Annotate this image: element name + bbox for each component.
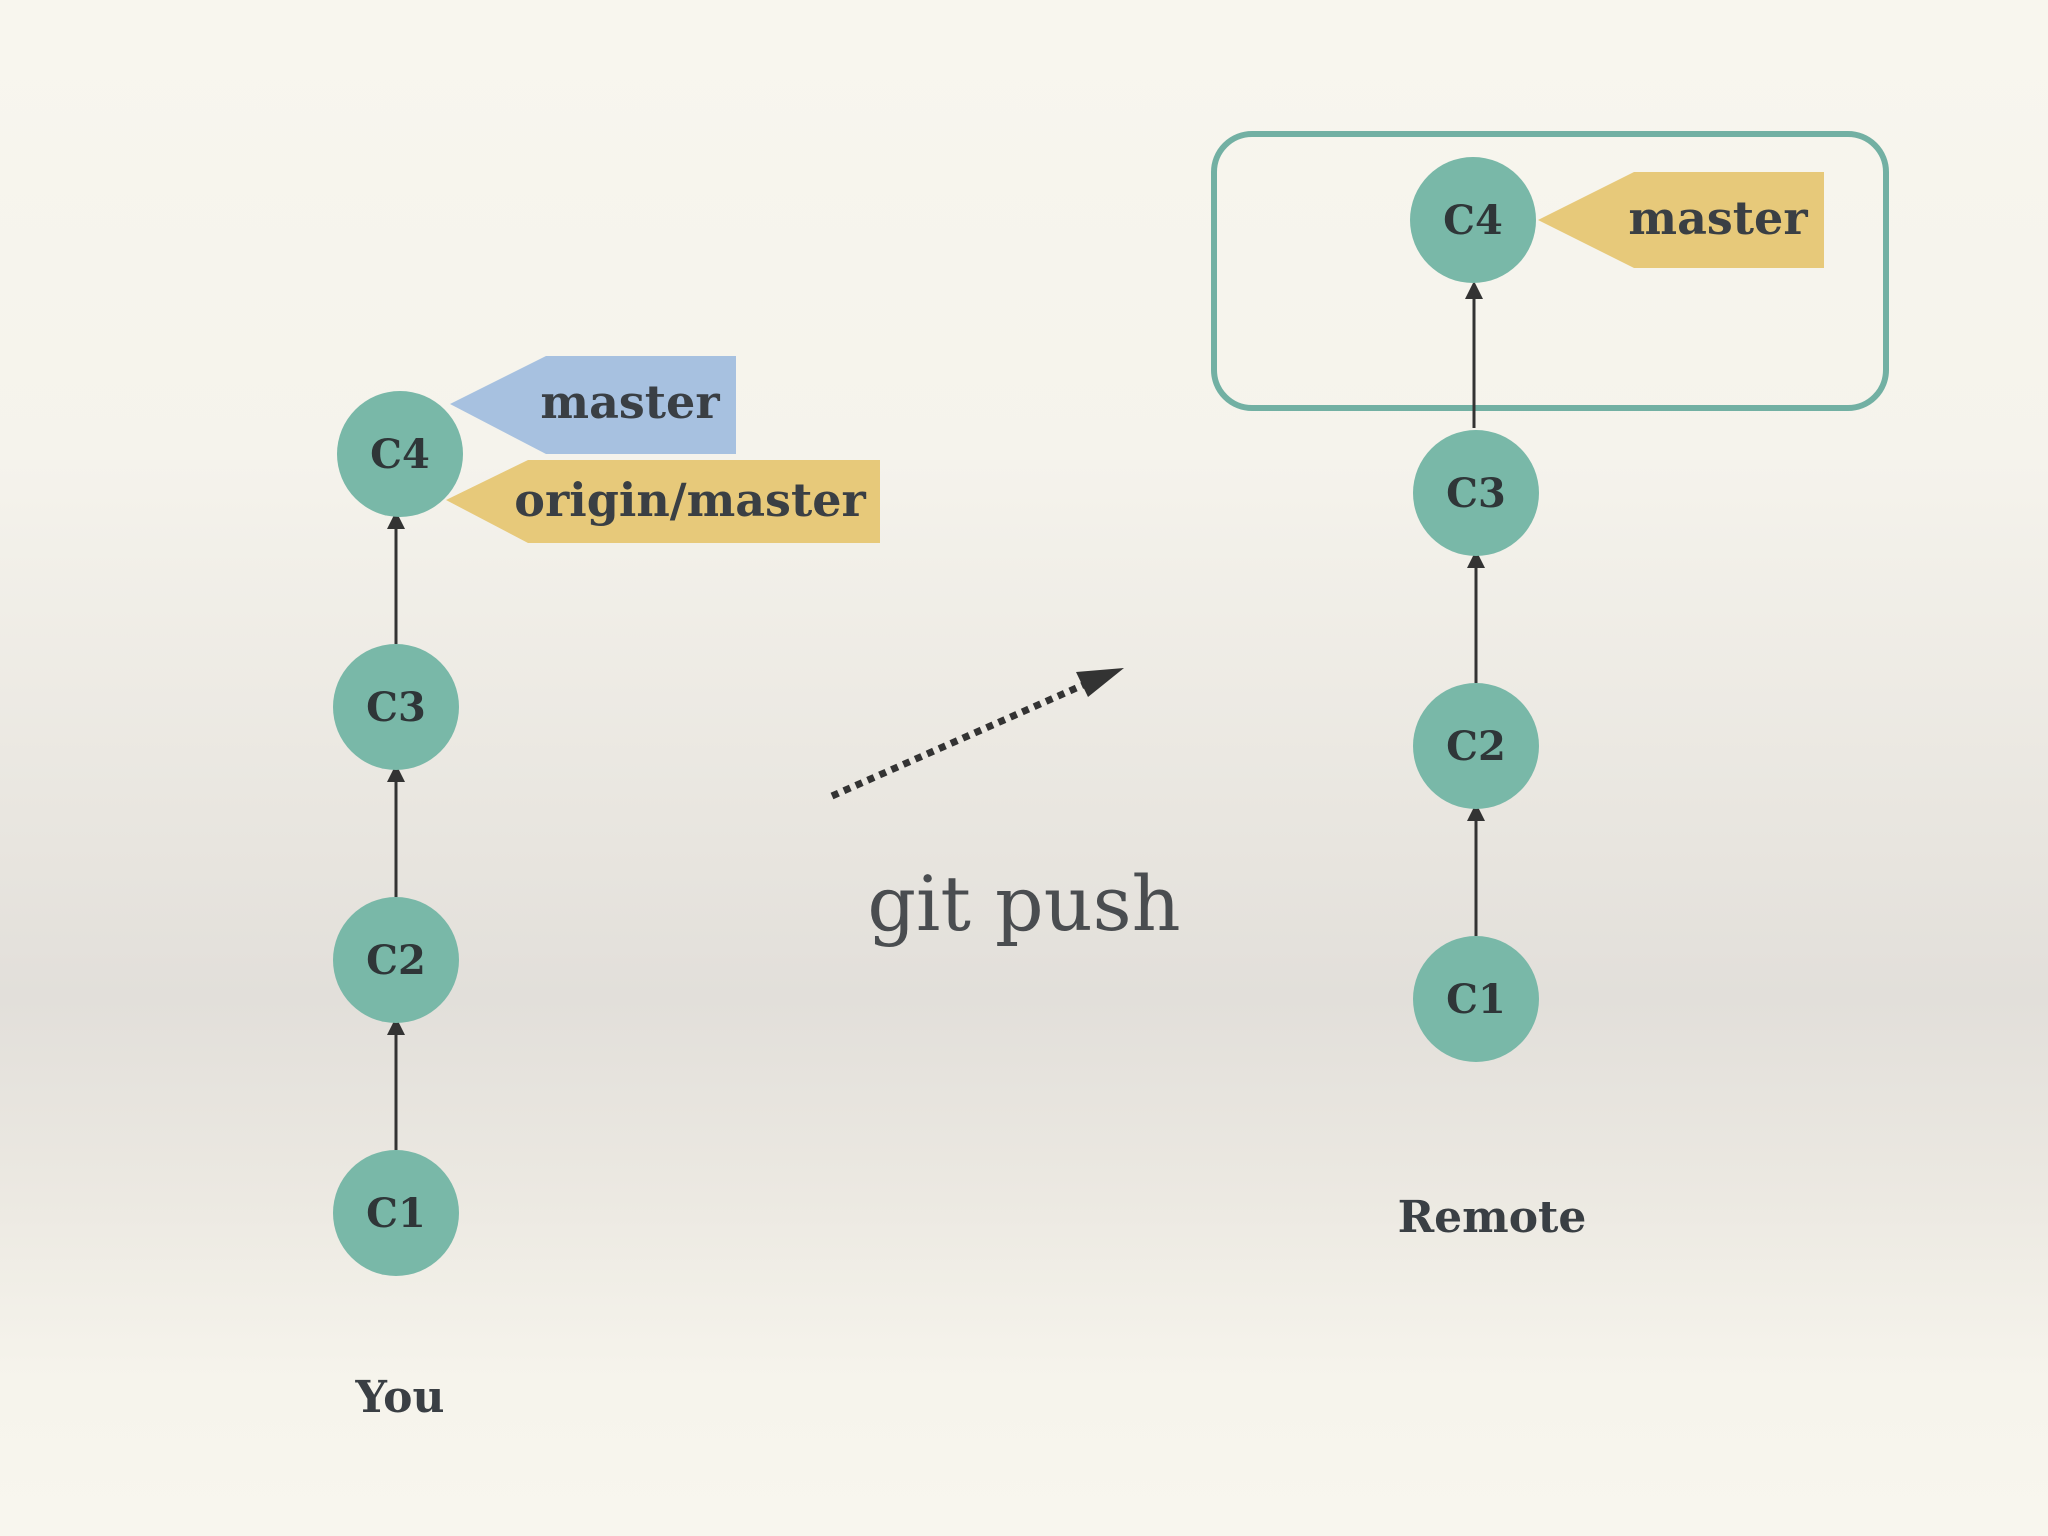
local-caption: You [355, 1372, 445, 1423]
remote-ref-master: master [1538, 172, 1824, 268]
ref-label: origin/master [514, 473, 866, 527]
push-arrow-icon [830, 678, 1092, 800]
remote-repository: C1 C2 C3 C4 master Remote [1211, 131, 1889, 1243]
local-repository: C1 C2 C3 C4 master origin/master You [333, 356, 880, 1423]
remote-commit-c1: C1 [1413, 936, 1539, 1062]
commit-label: C2 [1446, 723, 1506, 770]
push-arrowhead-icon [1076, 668, 1124, 697]
ref-label: master [1628, 191, 1808, 245]
local-commit-c4: C4 [337, 391, 463, 517]
local-ref-origin-master: origin/master [446, 460, 880, 543]
commit-label: C4 [370, 431, 430, 478]
remote-caption: Remote [1398, 1192, 1587, 1243]
ref-label: master [540, 375, 720, 429]
commit-label: C4 [1443, 197, 1503, 244]
local-ref-master: master [450, 356, 736, 454]
local-commit-c2: C2 [333, 897, 459, 1023]
commit-label: C3 [1446, 470, 1506, 517]
action-label: git push [867, 859, 1180, 948]
remote-commit-c2: C2 [1413, 683, 1539, 809]
remote-commit-c4: C4 [1410, 157, 1536, 283]
push-action: git push [830, 668, 1181, 948]
remote-commit-c3: C3 [1413, 430, 1539, 556]
new-commit-highlight [1211, 131, 1889, 411]
local-commit-c3: C3 [333, 644, 459, 770]
commit-label: C1 [366, 1190, 426, 1237]
local-commit-c1: C1 [333, 1150, 459, 1276]
commit-label: C1 [1446, 976, 1506, 1023]
commit-label: C3 [366, 684, 426, 731]
commit-label: C2 [366, 937, 426, 984]
